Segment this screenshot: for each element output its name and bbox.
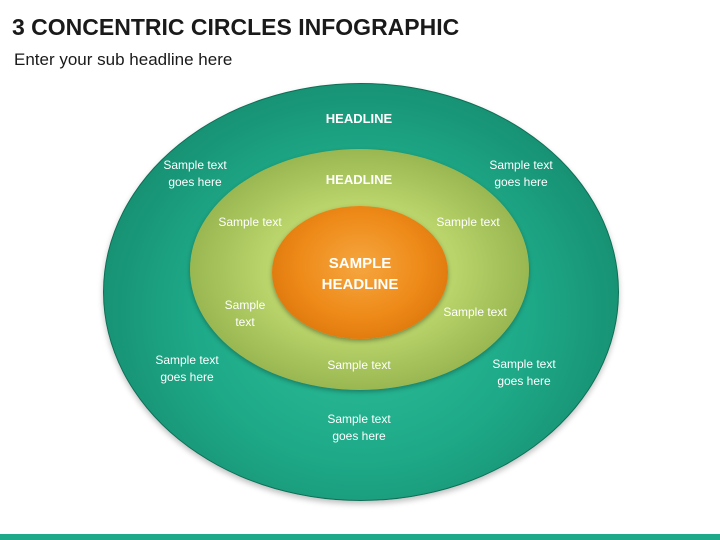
page-subtitle: Enter your sub headline here [14, 50, 233, 69]
middle-text-upper-right: Sample text [436, 215, 500, 229]
bottom-accent-bar [0, 534, 720, 540]
outer-text-bottom: Sample text goes here [327, 412, 391, 443]
page-title: 3 CONCENTRIC CIRCLES INFOGRAPHIC [12, 14, 460, 40]
inner-headline: SAMPLE HEADLINE [321, 255, 399, 293]
outer-text-top-left: Sample text goes here [163, 158, 227, 189]
outer-text-bottom-left: Sample text goes here [155, 353, 219, 384]
middle-text-right: Sample text [443, 305, 507, 319]
outer-text-top-right: Sample text goes here [489, 158, 553, 189]
middle-headline: HEADLINE [325, 172, 393, 187]
middle-text-bottom: Sample text [327, 358, 391, 372]
middle-text-left: Sample text [224, 298, 266, 329]
outer-text-bottom-right: Sample text goes here [492, 357, 556, 388]
inner-circle [272, 206, 448, 339]
outer-headline: HEADLINE [325, 111, 393, 126]
middle-text-upper-left: Sample text [218, 215, 282, 229]
